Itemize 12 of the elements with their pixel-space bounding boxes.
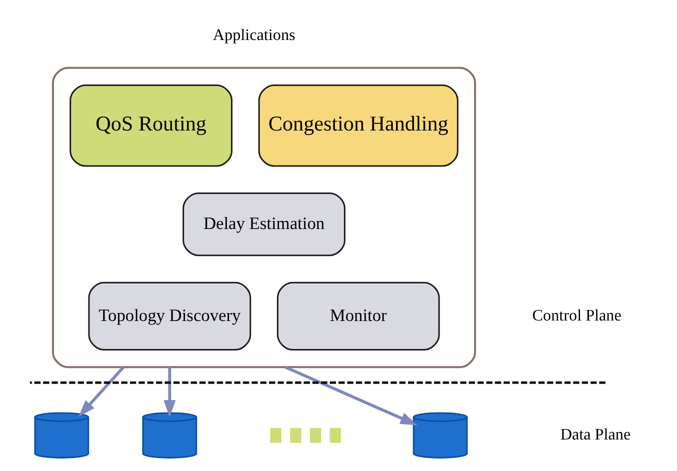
node-box: Delay Estimation <box>182 192 346 256</box>
node-box: Monitor <box>276 282 440 350</box>
arrow <box>164 367 176 418</box>
arrow <box>78 366 125 417</box>
arrow <box>284 366 418 426</box>
label: Data Plane <box>560 426 631 444</box>
node-box: QoS Routing <box>70 84 232 167</box>
node-box: Topology Discovery <box>88 282 252 350</box>
label: Control Plane <box>532 307 622 324</box>
label: Applications <box>212 26 296 44</box>
node-box: Congestion Handling <box>258 84 458 167</box>
cluster <box>52 66 476 368</box>
